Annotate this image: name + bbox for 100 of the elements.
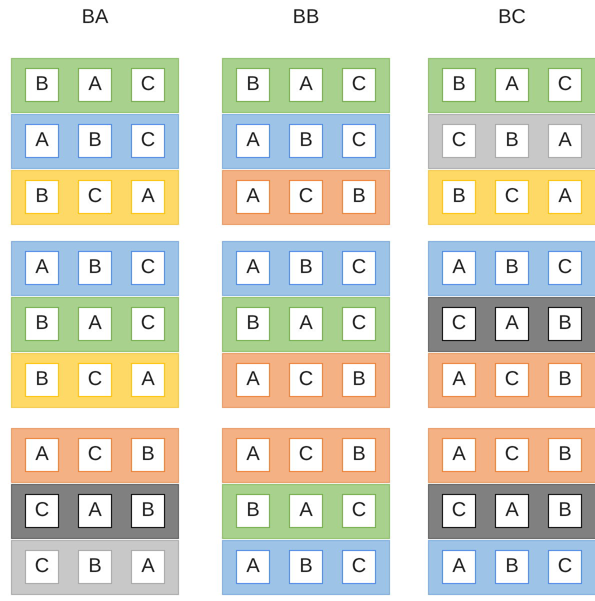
letter-tile: C: [548, 251, 582, 285]
colored-band: [428, 114, 595, 169]
letter-tile: C: [442, 124, 476, 158]
letter-tile: C: [548, 68, 582, 102]
letter-tile: B: [548, 438, 582, 472]
letter-tile: C: [342, 124, 376, 158]
colored-band: [11, 540, 179, 595]
letter-tile: C: [78, 180, 112, 214]
colored-band: [11, 58, 179, 113]
letter-tile: A: [289, 307, 323, 341]
colored-band: [222, 428, 390, 483]
letter-tile: C: [495, 438, 529, 472]
colored-band: [428, 170, 595, 225]
colored-band: [11, 353, 179, 408]
letter-tile: B: [25, 180, 59, 214]
colored-band: [222, 353, 390, 408]
letter-tile: B: [236, 307, 270, 341]
letter-tile: C: [548, 550, 582, 584]
letter-tile: C: [342, 307, 376, 341]
colored-band: [428, 484, 595, 539]
letter-tile: A: [442, 438, 476, 472]
letter-tile: C: [78, 363, 112, 397]
letter-tile: C: [289, 363, 323, 397]
letter-tile: B: [131, 438, 165, 472]
letter-tile: A: [25, 251, 59, 285]
column-heading: BC: [497, 6, 527, 29]
letter-tile: A: [495, 307, 529, 341]
letter-tile: B: [342, 363, 376, 397]
colored-band: [222, 241, 390, 296]
letter-tile: C: [342, 550, 376, 584]
letter-tile: B: [289, 550, 323, 584]
colored-band: [428, 428, 595, 483]
colored-band: [11, 428, 179, 483]
letter-tile: C: [495, 363, 529, 397]
letter-tile: B: [289, 124, 323, 158]
letter-tile: A: [236, 251, 270, 285]
letter-tile: C: [131, 124, 165, 158]
letter-tile: B: [548, 307, 582, 341]
letter-tile: A: [78, 307, 112, 341]
letter-tile: A: [236, 550, 270, 584]
letter-tile: C: [442, 307, 476, 341]
colored-band: [428, 241, 595, 296]
letter-tile: C: [25, 494, 59, 528]
letter-tile: B: [236, 494, 270, 528]
letter-tile: B: [78, 251, 112, 285]
letter-tile: B: [495, 550, 529, 584]
colored-band: [11, 297, 179, 352]
letter-tile: A: [236, 124, 270, 158]
column-heading: BB: [292, 6, 320, 29]
letter-tile: A: [131, 180, 165, 214]
colored-band: [428, 540, 595, 595]
letter-tile: A: [236, 363, 270, 397]
letter-tile: A: [236, 438, 270, 472]
letter-tile: C: [289, 180, 323, 214]
letter-tile: B: [548, 494, 582, 528]
letter-tile: B: [442, 68, 476, 102]
letter-tile: C: [131, 307, 165, 341]
colored-band: [222, 484, 390, 539]
letter-tile: A: [548, 180, 582, 214]
letter-tile: B: [236, 68, 270, 102]
letter-tile: B: [25, 363, 59, 397]
letter-tile: B: [495, 124, 529, 158]
letter-tile: B: [495, 251, 529, 285]
letter-tile: A: [131, 363, 165, 397]
letter-tile: A: [442, 251, 476, 285]
colored-band: [428, 297, 595, 352]
column-heading: BA: [80, 6, 110, 29]
letter-tile: B: [342, 438, 376, 472]
letter-tile: C: [342, 251, 376, 285]
letter-tile: C: [78, 438, 112, 472]
letter-tile: A: [495, 494, 529, 528]
colored-band: [11, 170, 179, 225]
letter-tile: B: [342, 180, 376, 214]
letter-tile: C: [495, 180, 529, 214]
colored-band: [222, 540, 390, 595]
letter-tile: A: [442, 550, 476, 584]
letter-tile: B: [548, 363, 582, 397]
colored-band: [428, 353, 595, 408]
letter-tile: A: [236, 180, 270, 214]
colored-band: [11, 114, 179, 169]
letter-tile: B: [25, 68, 59, 102]
letter-tile: B: [289, 251, 323, 285]
letter-tile: A: [131, 550, 165, 584]
colored-band: [222, 170, 390, 225]
letter-tile: B: [442, 180, 476, 214]
letter-tile: A: [495, 68, 529, 102]
letter-tile: A: [78, 68, 112, 102]
colored-band: [222, 58, 390, 113]
letter-tile: B: [131, 494, 165, 528]
colored-band: [11, 241, 179, 296]
letter-tile: C: [131, 251, 165, 285]
letter-tile: C: [442, 494, 476, 528]
letter-tile: C: [342, 68, 376, 102]
letter-tile: A: [78, 494, 112, 528]
letter-tile: C: [342, 494, 376, 528]
letter-tile: C: [131, 68, 165, 102]
letter-tile: A: [442, 363, 476, 397]
letter-tile: A: [25, 438, 59, 472]
colored-band: [428, 58, 595, 113]
letter-tile: C: [289, 438, 323, 472]
